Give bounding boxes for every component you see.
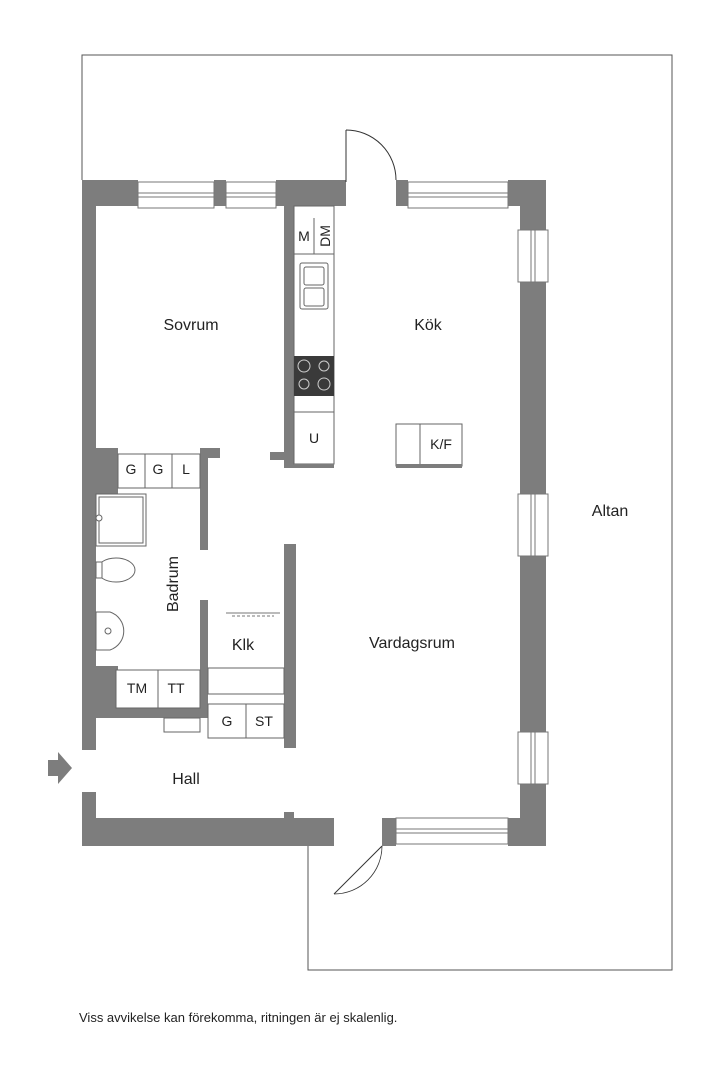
room-label-vardagsrum: Vardagsrum [369, 635, 455, 652]
walls [82, 180, 546, 846]
window-vardagsrum-right-2 [517, 731, 549, 785]
room-label-hall: Hall [172, 771, 200, 788]
door-vardagsrum-altan [333, 845, 383, 895]
windows [137, 181, 549, 845]
kitchen-counter [293, 205, 463, 467]
doors [226, 129, 397, 895]
toilet [96, 557, 136, 583]
room-label-altan: Altan [592, 503, 628, 520]
window-vardagsrum-right-1 [517, 493, 549, 557]
bedroom-wardrobes [117, 453, 201, 489]
room-label-badrum: Badrum [165, 556, 182, 612]
fixture-label-storage: ST [255, 713, 273, 729]
window-sovrum-1 [137, 181, 215, 209]
fixture-label-washer: TM [127, 680, 147, 696]
door-kok-altan [345, 129, 397, 182]
window-sovrum-2 [225, 181, 277, 209]
fixture-label-dryer: TT [167, 680, 185, 696]
stove-burners [297, 359, 331, 391]
window-kok-top [407, 181, 509, 209]
window-kok-right [517, 229, 549, 283]
entrance-arrow-icon [48, 752, 72, 784]
fixture-label-hall-wardrobe: G [222, 713, 233, 729]
fixture-label-microwave: M [298, 228, 310, 244]
fixture-label-oven: U [309, 430, 319, 446]
window-vardagsrum-bottom [395, 817, 509, 845]
fixture-label-fridge-freezer: K/F [430, 436, 452, 452]
hall-closets [163, 667, 285, 739]
fixture-label-wardrobe-2: G [153, 461, 164, 477]
room-label-kok: Kök [414, 317, 443, 334]
fixture-label-linen: L [182, 461, 190, 477]
fixture-label-dishwasher: DM [317, 225, 333, 247]
terrace-outline [81, 54, 673, 971]
room-label-klk: Klk [232, 637, 255, 654]
disclaimer-text: Viss avvikelse kan förekomma, ritningen … [79, 1010, 398, 1025]
room-label-sovrum: Sovrum [163, 317, 218, 334]
fixture-label-wardrobe-1: G [126, 461, 137, 477]
bathroom-fixtures [95, 493, 201, 709]
